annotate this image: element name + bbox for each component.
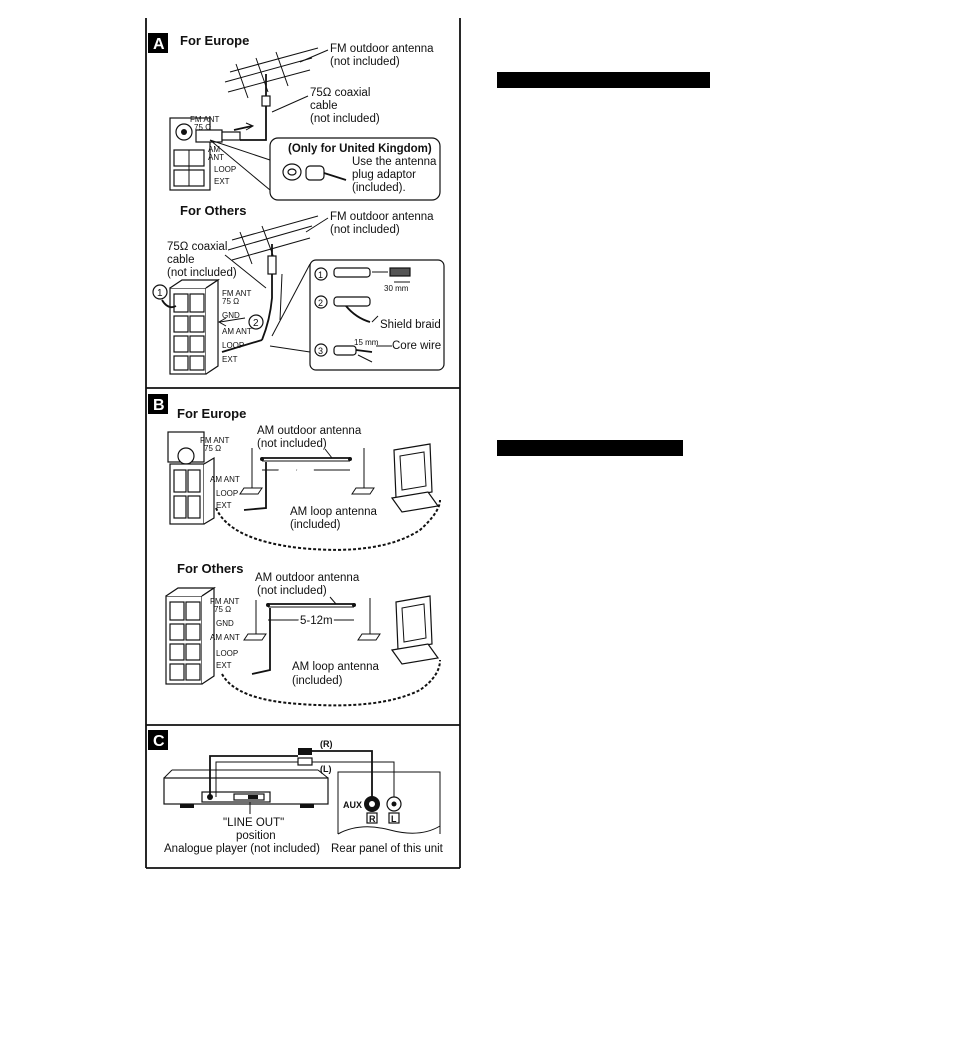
dim-15mm: 15 mm: [354, 338, 379, 347]
a-oth-term-fm: FM ANT: [222, 289, 251, 298]
a-eu-term-ant: ANT: [208, 153, 224, 162]
shield-braid-label: Shield braid: [380, 319, 441, 331]
b-oth-term-gnd: GND: [216, 619, 234, 628]
a-oth-term-gnd: GND: [222, 311, 240, 320]
rear-panel-icon: [337, 771, 441, 835]
uk-adaptor-box: [269, 137, 441, 201]
b-others-title: For Others: [177, 561, 243, 576]
diagram-frame: [145, 18, 461, 869]
jack-l-label: L: [391, 814, 397, 824]
am-outdoor-antenna-icon-2: [243, 598, 381, 675]
a-eu-term-fm-ohm: 75 Ω: [194, 123, 211, 132]
a-oth-cable-1: 75Ω coaxial: [167, 241, 227, 253]
fm-antenna-icon: [224, 47, 319, 141]
b-oth-term-fm: FM ANT: [210, 597, 239, 606]
panel-b: B For Europe AM outdoor antenna (not inc…: [148, 394, 441, 707]
terminal-block-icon: [169, 117, 241, 191]
uk-line1: Use the antenna: [352, 156, 437, 168]
a-oth-fm-label: FM outdoor antenna: [330, 211, 434, 223]
aux-label: AUX: [343, 800, 362, 810]
step2-icon: [248, 314, 264, 330]
a-eu-cable-2: cable: [310, 100, 338, 112]
b-oth-term-loop: LOOP: [216, 649, 238, 658]
terminal-block-icon-3: [167, 431, 215, 525]
a-eu-fm-note: (not included): [330, 56, 400, 68]
b-oth-term-am-ant: AM ANT: [210, 633, 240, 642]
uk-line2: plug adaptor: [352, 169, 416, 181]
plug-l-icon: [297, 757, 313, 766]
a-eu-term-fm: FM ANT: [190, 115, 219, 124]
core-wire-label: Core wire: [392, 340, 441, 352]
b-eu-term-fm-ohm: 75 Ω: [204, 444, 221, 453]
plug-l-label: (L): [320, 764, 332, 774]
b-europe-title: For Europe: [177, 406, 246, 421]
a-oth-term-loop: LOOP: [222, 341, 244, 350]
player-label: Analogue player (not included): [164, 843, 320, 855]
a-oth-cable-note: (not included): [167, 267, 237, 279]
am-loop-antenna-icon: [390, 443, 440, 513]
a-europe-title: For Europe: [180, 33, 249, 48]
jack-r-label: R: [369, 814, 376, 824]
b-oth-term-fm-ohm: 75 Ω: [214, 605, 231, 614]
panel-a: A For Europe FM outdoor antenna (not inc…: [148, 33, 445, 375]
b-oth-outdoor-label: AM outdoor antenna: [255, 572, 360, 584]
terminal-block-icon-2: [169, 278, 220, 375]
b-oth-distance: 5-12m: [300, 615, 333, 627]
line-out-position: position: [236, 830, 276, 842]
a-eu-fm-label: FM outdoor antenna: [330, 43, 434, 55]
dim-30mm: 30 mm: [384, 284, 409, 293]
line-out-label: "LINE OUT": [223, 817, 284, 829]
b-eu-term-fm: FM ANT: [200, 436, 229, 445]
rear-panel-label: Rear panel of this unit: [331, 843, 444, 855]
a-oth-term-ext: EXT: [222, 355, 238, 364]
inset-step3: 3: [318, 346, 323, 356]
a-eu-term-ext: EXT: [214, 177, 230, 186]
cable-prep-inset: [309, 259, 445, 371]
a-oth-term-am-ant: AM ANT: [222, 327, 252, 336]
step2-num: 2: [253, 318, 259, 329]
b-eu-loop-label: AM loop antenna: [290, 506, 378, 518]
fm-antenna-icon-2: [227, 215, 319, 341]
b-eu-term-loop: LOOP: [216, 489, 238, 498]
inset-step2: 2: [318, 298, 323, 308]
a-eu-cable-1: 75Ω coaxial: [310, 87, 370, 99]
b-eu-distance: 5-12m: [280, 465, 313, 477]
badge-a: A: [153, 36, 165, 53]
uk-title: (Only for United Kingdom): [288, 143, 432, 155]
a-eu-cable-note: (not included): [310, 113, 380, 125]
am-outdoor-antenna-icon: [239, 448, 375, 511]
inset-step1: 1: [318, 270, 323, 280]
adaptor-plug-icon: [282, 163, 347, 181]
am-loop-antenna-icon-2: [390, 595, 440, 665]
b-eu-term-am-ant: AM ANT: [210, 475, 240, 484]
b-eu-outdoor-label: AM outdoor antenna: [257, 425, 362, 437]
a-eu-term-loop: LOOP: [214, 165, 236, 174]
b-oth-term-ext: EXT: [216, 661, 232, 670]
a-oth-cable-2: cable: [167, 254, 195, 266]
a-oth-term-fm-ohm: 75 Ω: [222, 297, 239, 306]
b-eu-loop-note: (included): [290, 519, 341, 531]
badge-b: B: [153, 397, 165, 414]
heading-bar-2: [497, 440, 683, 456]
b-oth-loop-note: (included): [292, 675, 343, 687]
a-oth-fm-note: (not included): [330, 224, 400, 236]
step1-num: 1: [157, 288, 163, 299]
terminal-block-icon-4: [165, 586, 216, 685]
badge-c: C: [153, 733, 165, 750]
uk-line3: (included).: [352, 182, 406, 194]
b-eu-term-ext: EXT: [216, 501, 232, 510]
b-eu-outdoor-note: (not included): [257, 438, 327, 450]
plug-r-icon: [298, 748, 312, 755]
a-others-title: For Others: [180, 203, 246, 218]
b-oth-outdoor-note: (not included): [257, 585, 327, 597]
b-oth-loop-label: AM loop antenna: [292, 661, 380, 673]
badge-a-bg: [148, 33, 168, 53]
step1-icon: [152, 284, 168, 300]
analogue-player-icon: [163, 769, 329, 808]
plug-r-label: (R): [320, 739, 333, 749]
a-eu-term-am: AM: [208, 145, 220, 154]
heading-bar-1: [497, 72, 710, 88]
panel-c: C (R) (L) AUX R: [148, 730, 444, 855]
